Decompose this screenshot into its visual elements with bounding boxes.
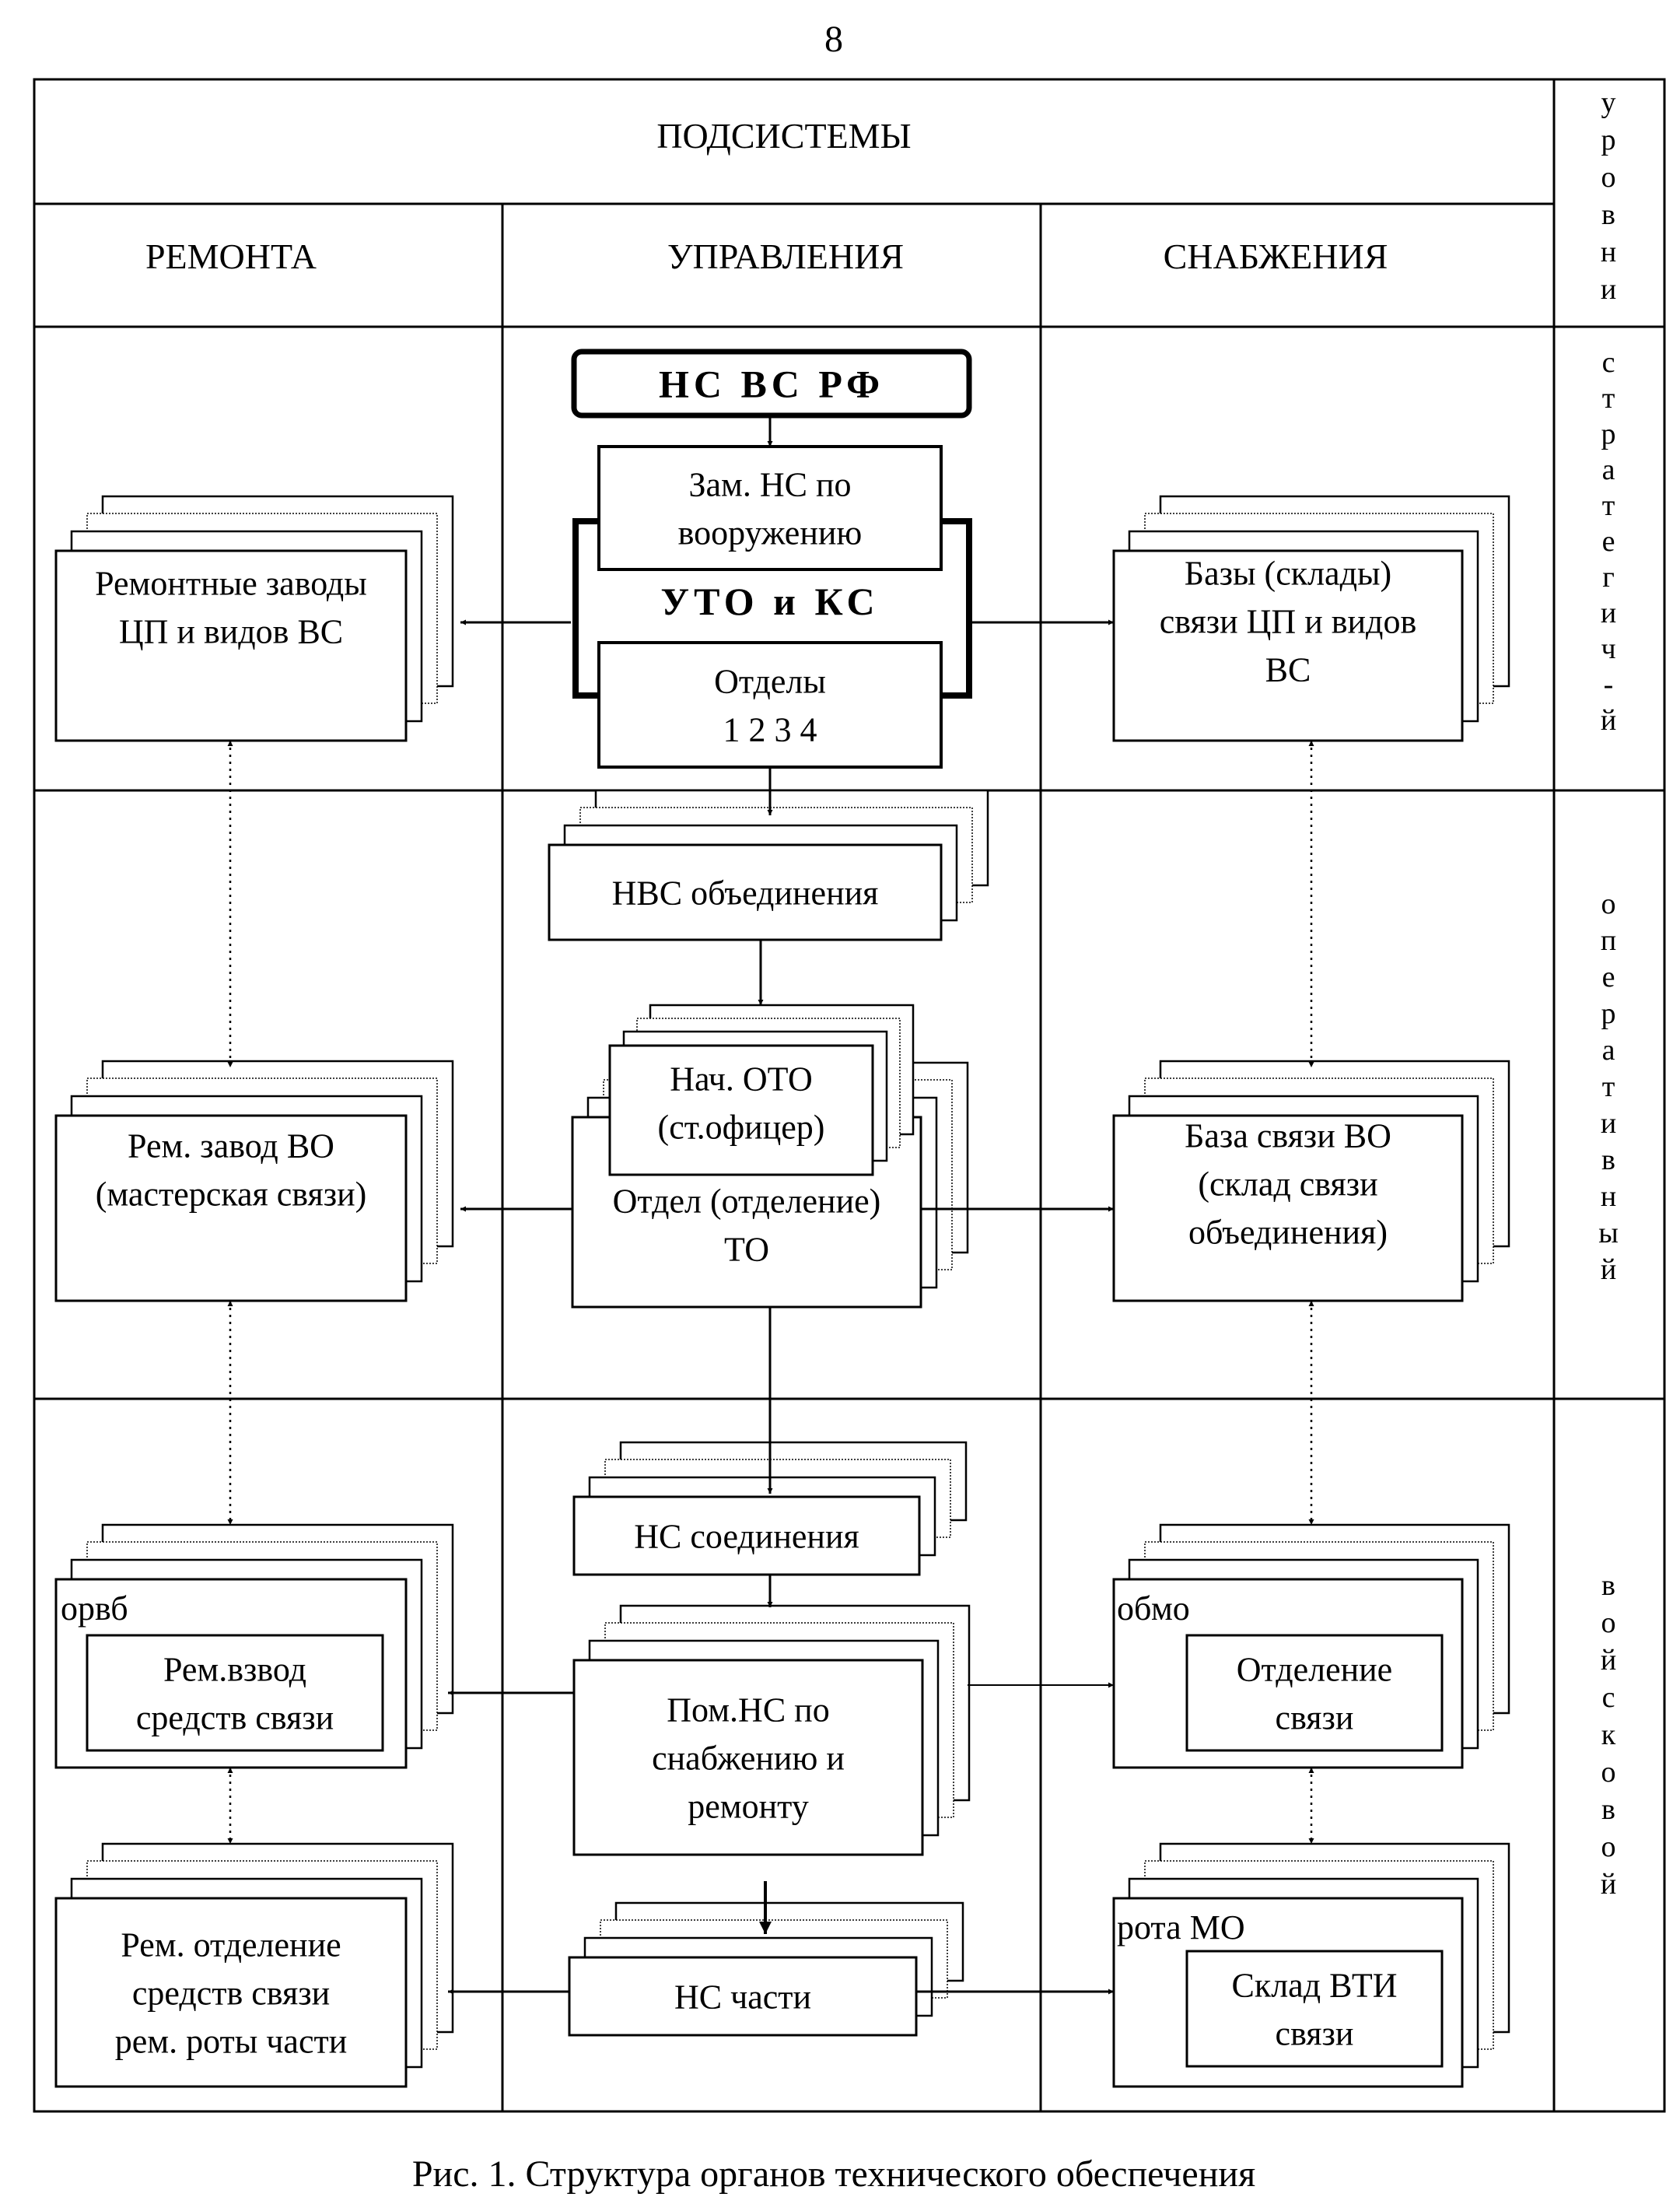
otdely-box-text: 1 2 3 4 [723, 710, 817, 748]
uto-ks-label: УТО и КС [660, 580, 879, 623]
pom-ns-box: Пом.НС по снабжению и ремонту [572, 1604, 971, 1856]
baza-svyazi-vo-box-text: (склад связи [1198, 1165, 1377, 1203]
nvs-box-frame [548, 843, 943, 941]
baza-svyazi-vo-box: База связи ВО (склад связи объединения) [1112, 1060, 1510, 1302]
otd-svyazi-box-text: связи [1276, 1698, 1354, 1736]
uto-frame-left [572, 518, 599, 699]
pom-ns-box-text: Пом.НС по [667, 1691, 829, 1729]
bazy-sklady-box-text: Базы (склады) [1185, 554, 1391, 592]
rem-vzvod-box-text: Рем.взвод [163, 1650, 306, 1688]
otdely-box: Отделы 1 2 3 4 [597, 641, 943, 769]
otdely-box-frame [597, 641, 943, 769]
otd-svyazi-box: Отделение связи [1185, 1634, 1444, 1752]
rem-zavody-box: Ремонтные заводы ЦП и видов ВС [54, 495, 454, 742]
ns-chasti-box: НС части [568, 1901, 964, 2037]
zam-ns-box: Зам. НС по вооружению [597, 445, 943, 571]
ns-vs-rf-box: НС ВС РФ [571, 349, 972, 419]
bazy-sklady-box-text: ВС [1265, 650, 1311, 689]
ns-soed-box-text: НС соединения [634, 1517, 859, 1555]
rem-zavod-vo-box: Рем. завод ВО (мастерская связи) [54, 1060, 454, 1302]
rota-mo-label: рота МО [1117, 1908, 1245, 1946]
sklad-vti-box-text: Склад ВТИ [1231, 1966, 1397, 2004]
zam-ns-box-frame [597, 445, 943, 571]
rem-zavod-vo-box-text: Рем. завод ВО [128, 1127, 334, 1165]
otdely-box-text: Отделы [714, 662, 826, 700]
figure-caption: Рис. 1. Структура органов технического о… [412, 2153, 1255, 2195]
zam-ns-box-text: Зам. НС по [688, 465, 851, 503]
rem-zavody-box-frame [54, 549, 408, 742]
pom-ns-box-frame [572, 1659, 924, 1856]
baza-svyazi-vo-box-frame [1112, 1114, 1464, 1302]
pom-ns-box-text: снабжению и [652, 1739, 845, 1777]
sklad-vti-box: Склад ВТИ связи [1185, 1950, 1444, 2068]
column-header-supply: СНАБЖЕНИЯ [1164, 237, 1388, 276]
uto-frame-right [941, 518, 972, 699]
column-header-control: УПРАВЛЕНИЯ [667, 237, 904, 276]
otd-svyazi-box-frame [1185, 1634, 1444, 1752]
pom-ns-box-text: ремонту [688, 1787, 809, 1825]
ns-soed-box-frame [572, 1495, 921, 1576]
nvs-box-text: НВС объединения [612, 874, 879, 912]
bazy-sklady-box-text: связи ЦП и видов [1160, 602, 1416, 640]
ns-chasti-box-text: НС части [674, 1978, 811, 2016]
column-header-repair: РЕМОНТА [145, 237, 317, 276]
ns-chasti-box-frame [568, 1956, 918, 2037]
ns-soed-box: НС соединения [572, 1441, 968, 1576]
bazy-sklady-box-frame [1112, 549, 1464, 742]
nach-oto-box-text: (ст.офицер) [658, 1108, 825, 1146]
rem-zavody-box-text: ЦП и видов ВС [119, 612, 343, 650]
nach-oto-box-text: Нач. ОТО [670, 1060, 813, 1098]
zam-ns-box-text: вооружению [678, 513, 863, 552]
rem-otd-box-text: рем. роты части [115, 2022, 348, 2060]
rem-zavod-vo-box-text: (мастерская связи) [96, 1175, 367, 1213]
orvb-label: орвб [61, 1589, 128, 1628]
nach-oto-box-frame [608, 1044, 874, 1176]
rem-otd-box-text: Рем. отделение [121, 1925, 341, 1964]
rem-vzvod-box-frame [86, 1634, 384, 1752]
rem-otd-box-text: средств связи [132, 1974, 330, 2012]
rem-otd-box: Рем. отделение средств связи рем. роты час… [54, 1842, 454, 2088]
otdel-to-box-text: ТО [724, 1230, 769, 1268]
rem-vzvod-box-text: средств связи [136, 1698, 334, 1736]
rem-vzvod-box: Рем.взвод средств связи [86, 1634, 384, 1752]
connectors [227, 415, 1314, 1995]
nvs-box: НВС объединения [548, 789, 989, 941]
page-number: 8 [824, 19, 843, 60]
otd-svyazi-box-text: Отделение [1237, 1650, 1392, 1688]
baza-svyazi-vo-box-text: База связи ВО [1185, 1116, 1391, 1155]
obmo-label: обмо [1117, 1589, 1190, 1628]
nach-oto-box: Нач. ОТО (ст.офицер) [608, 1004, 915, 1176]
baza-svyazi-vo-box-text: объединения) [1188, 1213, 1388, 1251]
otdel-to-box-text: Отдел (отделение) [613, 1182, 881, 1220]
rem-otd-box-frame [54, 1897, 408, 2088]
ns-vs-rf-box-text: НС ВС РФ [659, 363, 884, 406]
sklad-vti-box-text: связи [1276, 2014, 1354, 2052]
sklad-vti-box-frame [1185, 1950, 1444, 2068]
subsystems-header: ПОДСИСТЕМЫ [656, 116, 911, 156]
ns-vs-rf-box-frame [571, 349, 972, 419]
table-grid [33, 78, 1666, 2113]
rem-zavody-box-text: Ремонтные заводы [95, 564, 367, 602]
